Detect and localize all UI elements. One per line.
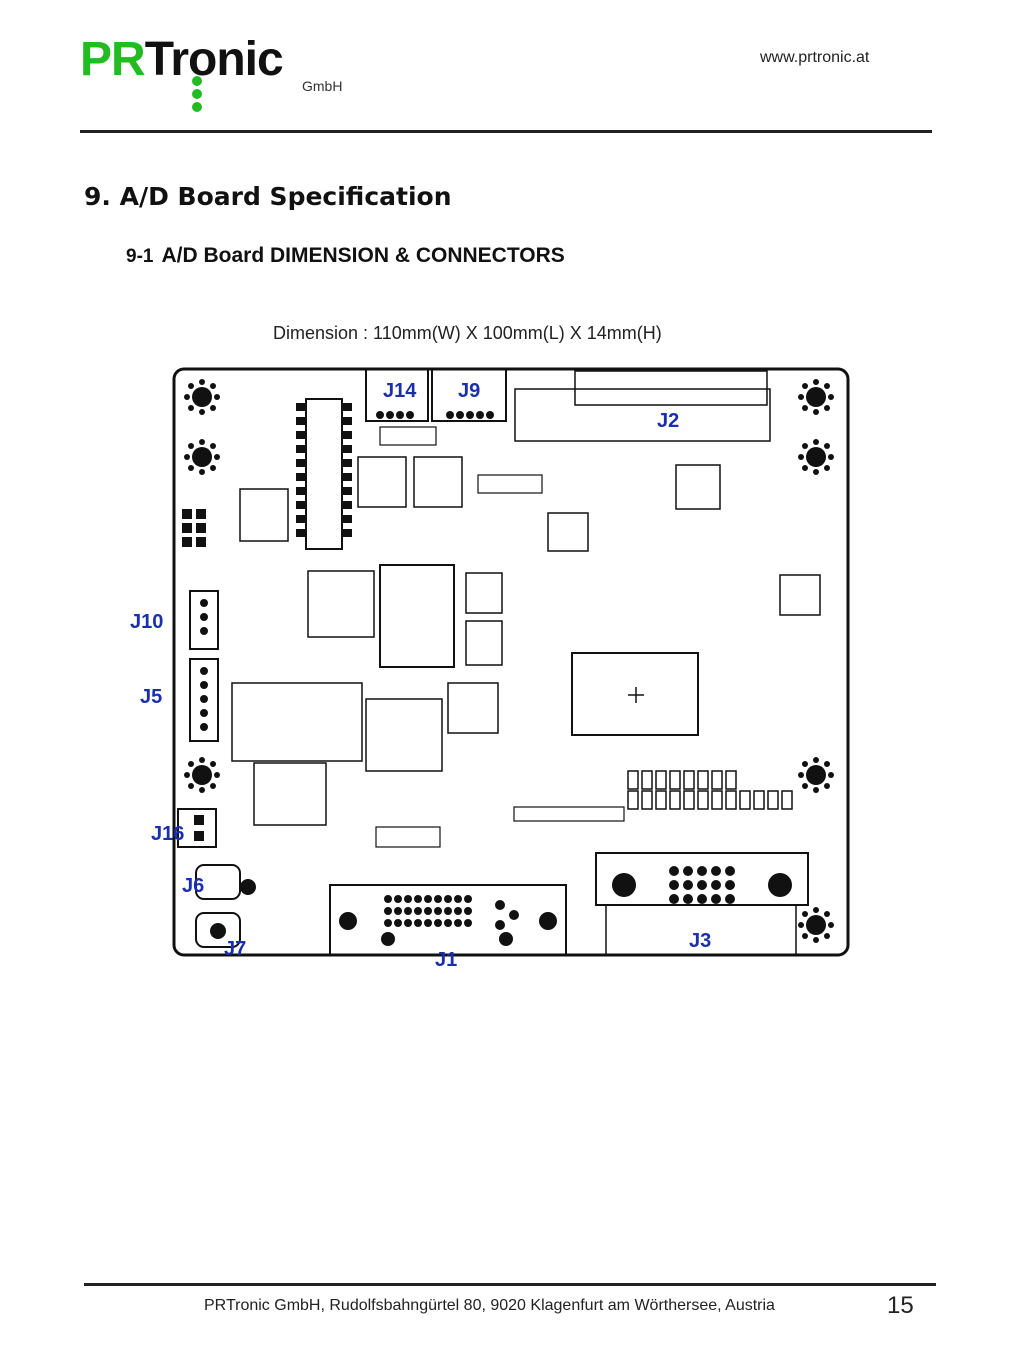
connector-label-j16: J16 <box>151 823 185 845</box>
section-title: 9. A/D Board Specification <box>84 182 452 211</box>
connector-label-j7: J7 <box>224 938 247 960</box>
board-diagram <box>172 367 850 957</box>
logo-gmbh: GmbH <box>302 78 343 94</box>
subsection-text: A/D Board DIMENSION & CONNECTORS <box>161 244 565 267</box>
dimension-text: Dimension : 110mm(W) X 100mm(L) X 14mm(H… <box>273 323 662 343</box>
connector-label-j6: J6 <box>182 875 205 897</box>
logo-dots <box>192 76 202 115</box>
connector-label-j10: J10 <box>130 611 164 633</box>
header-rule <box>80 130 932 133</box>
footer-rule <box>84 1283 936 1286</box>
subsection-title: 9-1 A/D Board DIMENSION & CONNECTORS <box>126 244 565 268</box>
connector-label-j1: J1 <box>435 949 458 971</box>
connector-label-j3: J3 <box>689 930 712 952</box>
website-url: www.prtronic.at <box>760 49 870 66</box>
connector-label-j9: J9 <box>458 380 481 402</box>
connector-label-j2: J2 <box>657 410 680 432</box>
company-logo: PRTronic GmbH <box>80 32 380 117</box>
subsection-number: 9-1 <box>126 246 154 267</box>
logo-wordmark: PRTronic <box>80 33 284 86</box>
connector-label-j5: J5 <box>140 686 163 708</box>
footer-address: PRTronic GmbH, Rudolfsbahngürtel 80, 902… <box>204 1297 775 1314</box>
connector-label-j14: J14 <box>383 380 417 402</box>
page-number: 15 <box>887 1292 914 1319</box>
